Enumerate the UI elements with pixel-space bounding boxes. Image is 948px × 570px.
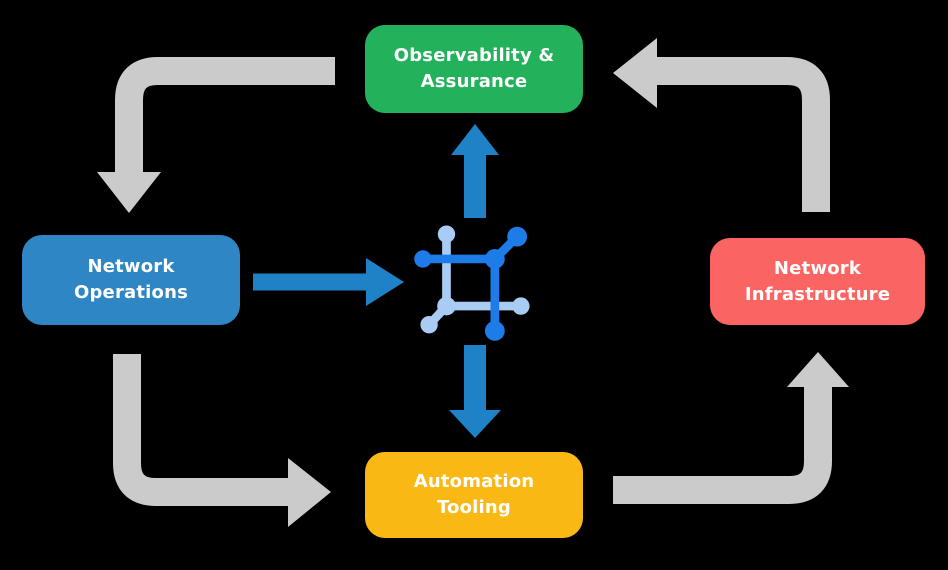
node-automation-tooling: Automation Tooling xyxy=(365,452,583,538)
arrow-observability-to-operations xyxy=(97,57,335,213)
arrow-center-to-observability xyxy=(451,124,499,218)
network-mesh-light-branches xyxy=(420,225,530,334)
node-network-infrastructure-label: Network Infrastructure xyxy=(744,257,891,305)
arrow-center-to-automation xyxy=(449,345,501,438)
node-observability-assurance: Observability & Assurance xyxy=(365,25,583,113)
arrow-operations-to-automation xyxy=(113,354,331,527)
node-observability-assurance-label: Observability & Assurance xyxy=(393,45,555,92)
node-automation-tooling-label: Automation Tooling xyxy=(413,471,535,518)
arrow-operations-to-center xyxy=(253,258,404,306)
node-network-operations-label: Network Operations xyxy=(73,256,189,303)
node-network-operations: Network Operations xyxy=(22,235,240,325)
node-network-infrastructure: Network Infrastructure xyxy=(710,238,925,325)
network-mesh-icon xyxy=(414,225,530,341)
arrow-infrastructure-to-observability xyxy=(613,38,830,212)
arrow-automation-to-infrastructure xyxy=(613,352,849,504)
network-mesh-dark-branches xyxy=(414,226,528,341)
